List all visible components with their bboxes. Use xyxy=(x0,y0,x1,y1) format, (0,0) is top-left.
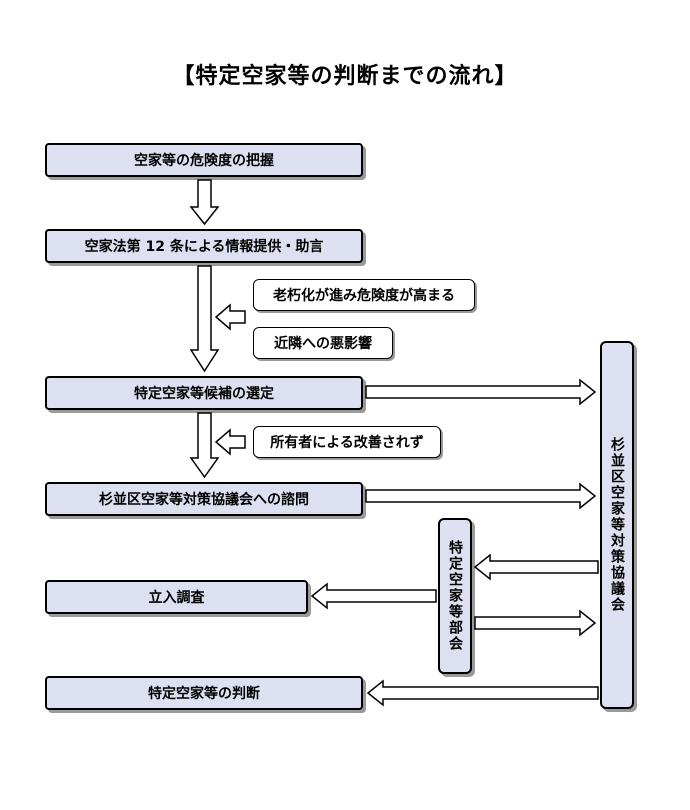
arrow-right-sub-to-council xyxy=(474,609,597,637)
step-council-consultation: 杉並区空家等対策協議会への諮問 xyxy=(45,482,363,516)
step-candidate-selection: 特定空家等候補の選定 xyxy=(45,376,363,410)
step-final-judgement: 特定空家等の判断 xyxy=(45,676,363,710)
diagram-title: 【特定空家等の判断までの流れ】 xyxy=(172,64,518,89)
arrow-left-sub-to-inspection xyxy=(310,582,437,610)
step-on-site-inspection: 立入調査 xyxy=(45,580,308,614)
arrow-down-1 xyxy=(189,179,220,226)
arrow-right-candidate xyxy=(365,378,597,406)
arrow-left-notes xyxy=(214,303,246,331)
arrow-left-council-to-sub xyxy=(473,553,599,581)
step-info-advice: 空家法第 12 条による情報提供・助言 xyxy=(45,229,363,263)
arrow-down-2 xyxy=(189,265,220,373)
arrow-down-3 xyxy=(189,412,220,479)
note-neighbor-impact: 近隣への悪影響 xyxy=(253,327,393,359)
arrow-right-consultation xyxy=(365,482,597,510)
subcommittee-box: 特定空家等部会 xyxy=(438,518,472,674)
note-not-improved: 所有者による改善されず xyxy=(253,426,441,458)
arrow-left-council-to-judgement xyxy=(366,679,599,707)
step-danger-assessment: 空家等の危険度の把握 xyxy=(45,143,363,177)
arrow-left-note3 xyxy=(214,428,246,456)
note-deterioration: 老朽化が進み危険度が高まる xyxy=(253,279,475,311)
council-box: 杉並区空家等対策協議会 xyxy=(600,341,634,709)
